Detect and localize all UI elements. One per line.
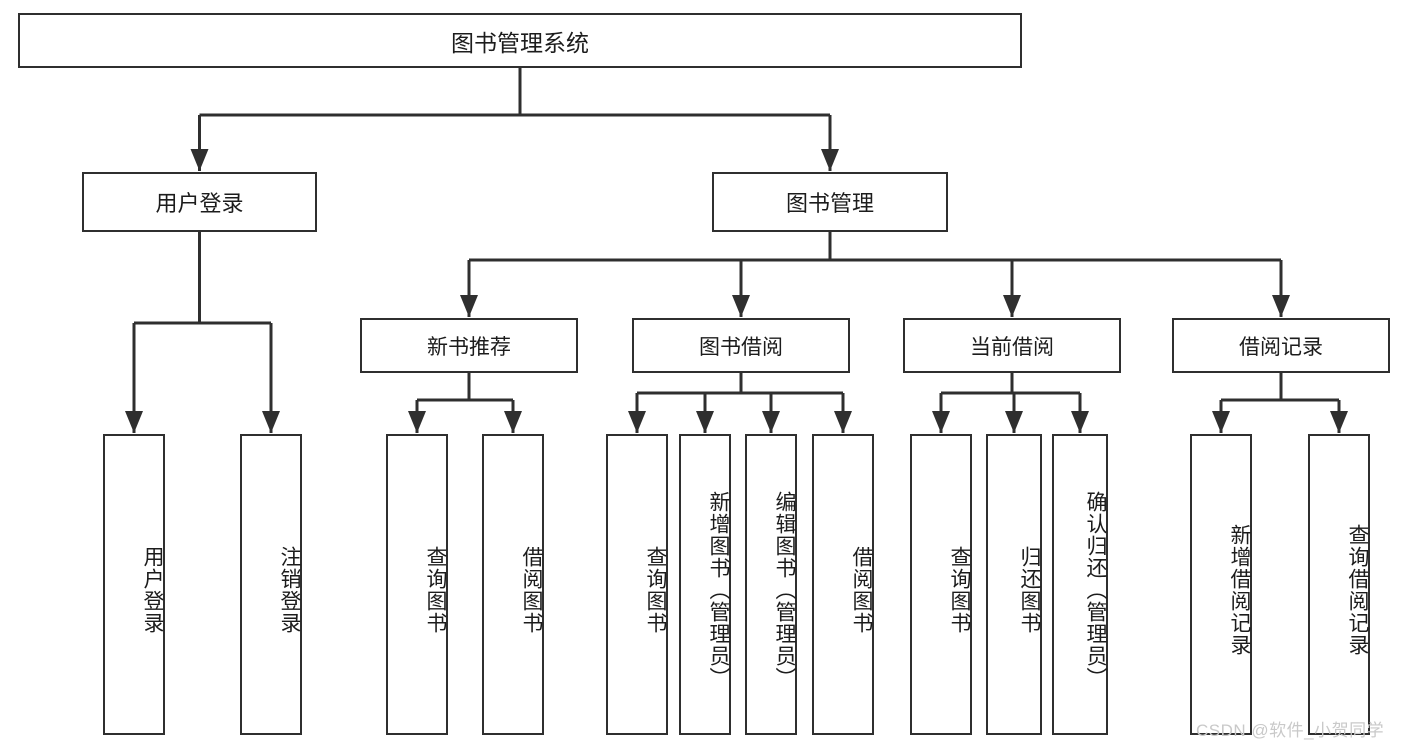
node-leaf-query-record[interactable]: 查询借阅记录: [1308, 434, 1370, 735]
node-user-login[interactable]: 用户登录: [82, 172, 317, 232]
node-leaf-borrow-book-2[interactable]: 借阅图书: [812, 434, 874, 735]
node-leaf-logout[interactable]: 注销登录: [240, 434, 302, 735]
node-new-book-rec[interactable]: 新书推荐: [360, 318, 578, 373]
node-label: 确认归还（管理员）: [1084, 490, 1107, 689]
node-borrow-record[interactable]: 借阅记录: [1172, 318, 1390, 373]
node-label: 新书推荐: [427, 335, 511, 359]
node-label: 当前借阅: [970, 335, 1054, 359]
node-label: 图书借阅: [699, 335, 783, 359]
node-leaf-edit-book[interactable]: 编辑图书（管理员）: [745, 434, 797, 735]
node-label: 注销登录: [278, 545, 301, 634]
node-leaf-confirm-return[interactable]: 确认归还（管理员）: [1052, 434, 1108, 735]
node-leaf-query-book-2[interactable]: 查询图书: [606, 434, 668, 735]
node-leaf-query-book-1[interactable]: 查询图书: [386, 434, 448, 735]
node-label: 查询图书: [948, 545, 971, 634]
node-label: 图书管理: [785, 191, 874, 216]
node-leaf-add-book[interactable]: 新增图书（管理员）: [679, 434, 731, 735]
node-leaf-return-book[interactable]: 归还图书: [986, 434, 1042, 735]
node-label: 新增图书（管理员）: [707, 490, 730, 689]
node-leaf-borrow-book-1[interactable]: 借阅图书: [482, 434, 544, 735]
node-label: 借阅图书: [520, 545, 543, 634]
node-book-manage[interactable]: 图书管理: [712, 172, 948, 232]
node-label: 借阅记录: [1239, 335, 1323, 359]
node-label: 查询借阅记录: [1346, 523, 1369, 656]
node-label: 归还图书: [1018, 545, 1041, 634]
node-current-borrow[interactable]: 当前借阅: [903, 318, 1121, 373]
node-label: 查询图书: [644, 545, 667, 634]
node-leaf-query-book-3[interactable]: 查询图书: [910, 434, 972, 735]
node-label: 新增借阅记录: [1228, 523, 1251, 656]
node-label: 图书管理系统: [451, 29, 589, 56]
node-leaf-user-login[interactable]: 用户登录: [103, 434, 165, 735]
node-label: 用户登录: [141, 545, 164, 634]
node-label: 用户登录: [155, 191, 244, 216]
watermark: CSDN @软件_小贺同学: [1196, 721, 1385, 740]
node-book-borrow[interactable]: 图书借阅: [632, 318, 850, 373]
node-label: 查询图书: [424, 545, 447, 634]
node-label: 借阅图书: [850, 545, 873, 634]
node-root[interactable]: 图书管理系统: [18, 13, 1022, 68]
node-leaf-add-record[interactable]: 新增借阅记录: [1190, 434, 1252, 735]
node-label: 编辑图书（管理员）: [773, 490, 796, 689]
